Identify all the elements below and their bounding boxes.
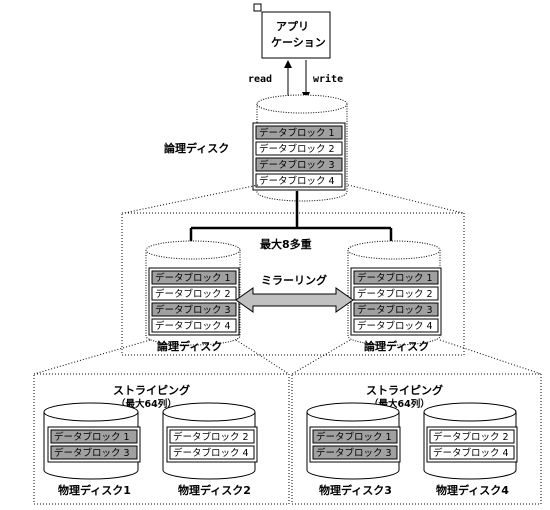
data-block — [255, 141, 343, 156]
data-block-label: データブロック 3 — [155, 304, 231, 316]
app-label-line1: アプリ — [276, 19, 309, 33]
physical-disk-2-label: 物理ディスク2 — [178, 483, 251, 497]
data-block — [169, 445, 255, 460]
data-block-stack: データブロック 1 データブロック 2 データブロック 3 データブロック 4 — [350, 267, 442, 336]
data-block-label: データブロック 2 — [357, 288, 433, 300]
data-block-label: データブロック 2 — [155, 288, 231, 300]
left-disk-label: 論理ディスク — [157, 339, 222, 353]
data-block-label: データブロック 1 — [259, 127, 335, 139]
window-handle-icon — [253, 3, 262, 12]
data-block-label: データブロック 3 — [316, 447, 392, 459]
top-logical-disk: データブロック 1 データブロック 2 データブロック 3 データブロック 4 論理デ… — [164, 94, 348, 202]
data-block — [353, 286, 439, 301]
data-block-label: データブロック 2 — [433, 431, 509, 443]
physical-disk-3: データブロック 1 データブロック 3 物理ディスク3 — [306, 402, 401, 497]
data-block-label: データブロック 1 — [316, 431, 392, 443]
striping-right-title: ストライピング — [366, 383, 443, 397]
max-multiplex-label: 最大8多重 — [260, 237, 312, 251]
data-block-label: データブロック 4 — [433, 447, 509, 459]
physical-disk-1-label: 物理ディスク1 — [58, 483, 131, 497]
data-block-label: データブロック 2 — [173, 431, 249, 443]
left-logical-disk: データブロック 1 データブロック 2 データブロック 3 データブロック 4 論理デ… — [145, 240, 241, 353]
physical-disk-2: データブロック 2 データブロック 4 物理ディスク2 — [162, 402, 258, 497]
data-block — [151, 270, 237, 285]
data-block — [429, 429, 515, 444]
physical-disk-4: データブロック 2 データブロック 4 物理ディスク4 — [423, 402, 518, 497]
striping-left-title: ストライピング — [113, 383, 190, 397]
data-block — [255, 157, 343, 172]
data-block — [50, 445, 138, 460]
data-block — [169, 429, 255, 444]
data-block-label: データブロック 4 — [173, 447, 249, 459]
right-logical-disk: データブロック 1 データブロック 2 データブロック 3 データブロック 4 論理デ… — [347, 240, 442, 353]
data-block — [312, 429, 398, 444]
physical-disk-1: データブロック 1 データブロック 3 物理ディスク1 — [43, 402, 141, 497]
data-block-label: データブロック 4 — [155, 320, 231, 332]
data-block — [151, 318, 237, 333]
mirroring-arrow-icon — [235, 287, 354, 313]
data-block — [353, 318, 439, 333]
data-block-label: データブロック 1 — [54, 431, 130, 443]
data-block — [255, 125, 343, 140]
data-block — [255, 173, 343, 188]
data-block-stack: データブロック 2 データブロック 4 — [426, 426, 518, 463]
application-box: アプリ ケーション — [253, 3, 331, 59]
data-block-stack: データブロック 1 データブロック 3 — [47, 426, 141, 463]
app-label-line2: ケーション — [271, 36, 326, 49]
data-block-label: データブロック 1 — [357, 272, 433, 284]
data-block-label: データブロック 4 — [259, 175, 335, 187]
read-label: read — [248, 74, 272, 85]
mirroring-label: ミラーリング — [261, 273, 327, 287]
data-block — [353, 302, 439, 317]
data-block-stack: データブロック 2 データブロック 4 — [166, 426, 258, 463]
data-block-label: データブロック 1 — [155, 272, 231, 284]
physical-disk-3-label: 物理ディスク3 — [319, 483, 392, 497]
data-block-stack: データブロック 1 データブロック 2 データブロック 3 データブロック 4 — [148, 267, 240, 336]
write-label: write — [313, 73, 343, 85]
data-block-label: データブロック 4 — [357, 320, 433, 332]
data-block — [50, 429, 138, 444]
data-block-stack: データブロック 1 データブロック 3 — [309, 426, 401, 463]
data-block-label: データブロック 3 — [357, 304, 433, 316]
data-block — [312, 445, 398, 460]
data-block-label: データブロック 3 — [54, 447, 130, 459]
data-block — [151, 302, 237, 317]
data-block-stack: データブロック 1 データブロック 2 データブロック 3 データブロック 4 — [252, 122, 346, 191]
io-arrows: read write — [248, 60, 343, 100]
data-block-label: データブロック 2 — [259, 143, 335, 155]
physical-disk-4-label: 物理ディスク4 — [436, 483, 509, 497]
data-block — [429, 445, 515, 460]
data-block-label: データブロック 3 — [259, 159, 335, 171]
read-arrow-icon — [284, 60, 292, 68]
right-disk-label: 論理ディスク — [364, 339, 429, 353]
data-block — [151, 286, 237, 301]
top-disk-label: 論理ディスク — [164, 141, 229, 155]
data-block — [353, 270, 439, 285]
